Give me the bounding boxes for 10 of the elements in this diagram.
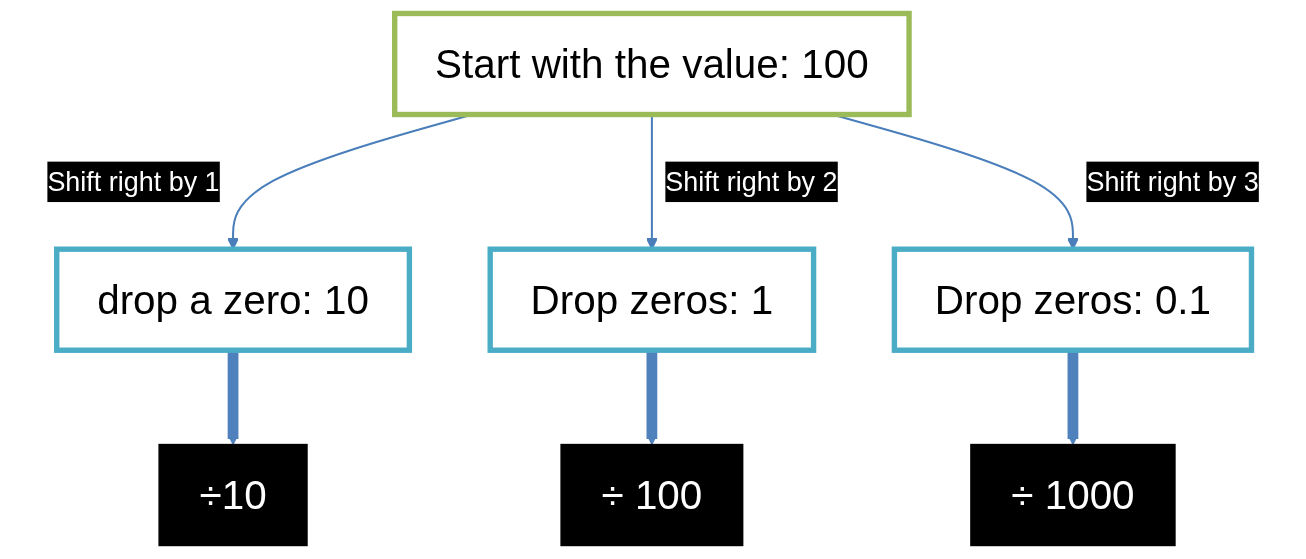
node-box: Drop zeros: 0.1 [891, 246, 1255, 353]
node-box: drop a zero: 10 [54, 246, 413, 353]
node-box: ÷ 100 [560, 443, 744, 547]
node-box: ÷ 1000 [970, 443, 1176, 547]
edge-label: Shift right by 3 [1086, 161, 1259, 203]
node-box: ÷10 [158, 443, 308, 547]
node-box: Start with the value: 100 [392, 10, 912, 118]
edge-label: Shift right by 1 [47, 161, 220, 203]
node-box: Drop zeros: 1 [487, 246, 817, 353]
edge-label: Shift right by 2 [665, 161, 838, 203]
